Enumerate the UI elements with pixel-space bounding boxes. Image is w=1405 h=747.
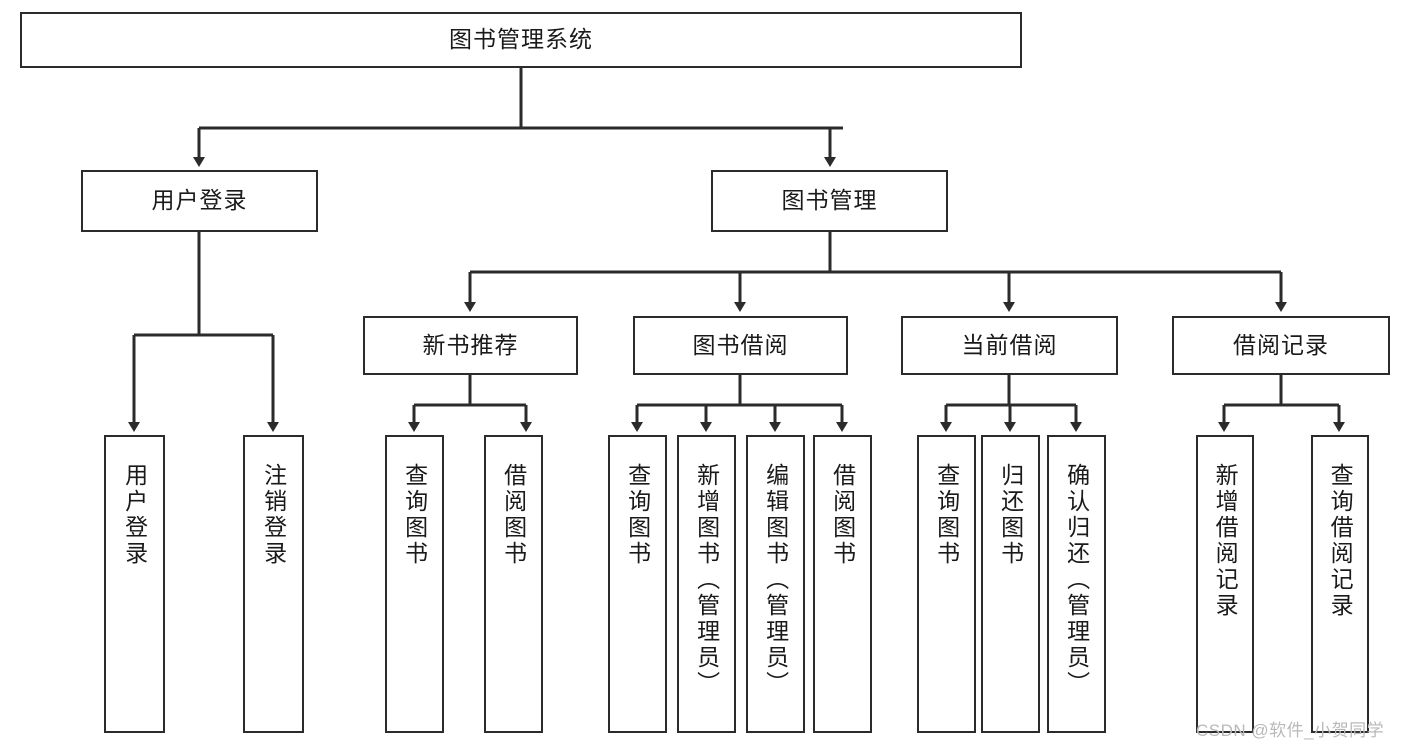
node-label: 查询借阅记录: [1327, 463, 1354, 619]
node-label: 新书推荐: [422, 331, 519, 358]
node-label: 编辑图书（管理员）: [762, 463, 789, 697]
node-book-management[interactable]: 图书管理: [711, 170, 948, 232]
node-leaf-query-book-new-book[interactable]: 查询图书: [385, 435, 444, 733]
node-leaf-confirm-return-admin[interactable]: 确认归还（管理员）: [1047, 435, 1106, 733]
node-label: 借阅记录: [1233, 331, 1329, 358]
node-label: 查询图书: [401, 463, 428, 567]
node-label: 注销登录: [260, 463, 287, 567]
node-book-borrow[interactable]: 图书借阅: [633, 316, 848, 375]
node-label: 查询图书: [933, 463, 960, 567]
node-leaf-query-book-current[interactable]: 查询图书: [917, 435, 976, 733]
node-leaf-query-borrow-record[interactable]: 查询借阅记录: [1311, 435, 1369, 733]
node-leaf-add-book-admin[interactable]: 新增图书（管理员）: [677, 435, 736, 733]
node-label: 借阅图书: [500, 463, 527, 567]
node-new-book-recommendation[interactable]: 新书推荐: [363, 316, 578, 375]
node-label: 借阅图书: [829, 463, 856, 567]
node-leaf-borrow-book-borrow[interactable]: 借阅图书: [813, 435, 872, 733]
node-leaf-query-book-borrow[interactable]: 查询图书: [608, 435, 667, 733]
node-leaf-edit-book-admin[interactable]: 编辑图书（管理员）: [746, 435, 805, 733]
node-label: 图书管理系统: [449, 26, 593, 53]
node-label: 图书借阅: [692, 331, 789, 358]
node-leaf-add-borrow-record[interactable]: 新增借阅记录: [1196, 435, 1254, 733]
node-leaf-return-book[interactable]: 归还图书: [981, 435, 1040, 733]
node-label: 用户登录: [151, 187, 248, 214]
node-label: 当前借阅: [961, 331, 1058, 358]
node-label: 图书管理: [781, 187, 878, 214]
node-label: 查询图书: [624, 463, 651, 567]
node-borrow-record[interactable]: 借阅记录: [1172, 316, 1390, 375]
node-root-book-management-system[interactable]: 图书管理系统: [20, 12, 1022, 68]
node-user-login[interactable]: 用户登录: [81, 170, 318, 232]
node-label: 确认归还（管理员）: [1063, 463, 1090, 697]
node-leaf-borrow-book-new-book[interactable]: 借阅图书: [484, 435, 543, 733]
node-label: 新增借阅记录: [1212, 463, 1239, 619]
node-current-borrow[interactable]: 当前借阅: [901, 316, 1118, 375]
watermark: CSDN @软件_小贺同学: [1196, 721, 1385, 740]
node-label: 归还图书: [997, 463, 1024, 567]
node-label: 用户登录: [121, 463, 148, 567]
node-leaf-user-login[interactable]: 用户登录: [104, 435, 165, 733]
node-label: 新增图书（管理员）: [693, 463, 720, 697]
node-leaf-logout[interactable]: 注销登录: [243, 435, 304, 733]
